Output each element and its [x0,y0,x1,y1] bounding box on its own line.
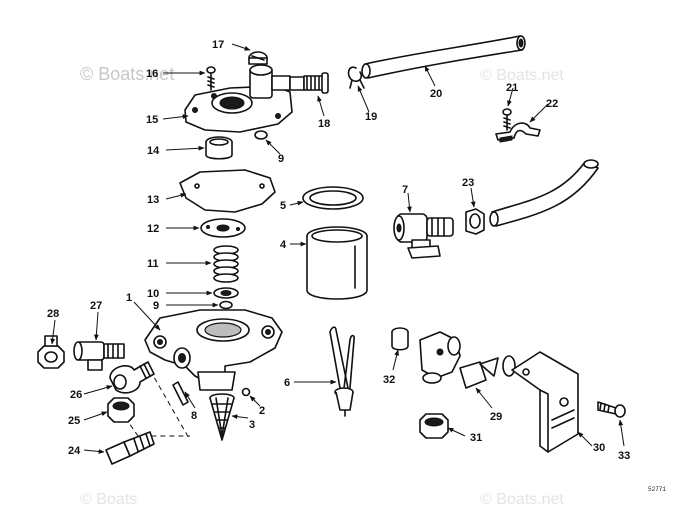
part-12-diaphragm [200,218,246,238]
callout-2: 2 [259,405,265,417]
callout-20: 20 [430,88,442,100]
callout-4: 4 [280,239,287,251]
watermark-main: © Boats.net [80,64,174,84]
callout-3: 3 [249,419,255,431]
part-27-tee-fitting [73,341,125,371]
callout-6: 6 [284,377,290,389]
callout-28: 28 [47,308,59,320]
part-2-ball [241,387,251,397]
part-8-pin [149,369,191,441]
callout-14: 14 [147,145,160,157]
callout-26: 26 [70,389,82,401]
part-24-barb-fitting [105,431,155,465]
callout-33: 33 [618,450,630,462]
callout-29: 29 [490,411,502,423]
part-19-hose-clamp [347,66,365,89]
part-33-screw [597,401,626,418]
part-26-elbow [109,361,155,394]
callout-9-lower: 9 [153,300,159,312]
callout-16: 16 [146,68,158,80]
part-30-bracket [511,351,579,453]
callout-11: 11 [147,258,159,270]
part-3-filter-cone [209,393,235,441]
part-9-lower-oring [219,300,233,310]
part-11-spring [213,245,239,283]
part-28-fitting [37,335,65,369]
callout-18: 18 [318,118,330,130]
part-31-nut [419,413,449,439]
callout-15: 15 [146,114,158,126]
part-10-seal [213,287,239,299]
callout-10: 10 [147,288,159,300]
part-29-shutoff-valve [419,331,516,389]
part-13-gasket [179,169,276,213]
watermark-top-right: © Boats.net [480,67,564,84]
diagram-reference-number: 52771 [648,486,666,493]
callout-27: 27 [90,300,102,312]
callout-5: 5 [280,200,286,212]
watermark-bottom-left: © Boats [80,491,137,508]
part-21-screw [502,108,512,131]
callout-25: 25 [68,415,80,427]
part-1-pump-body [144,309,283,391]
part-4-filter-bowl [306,226,368,300]
part-14-valve-cup [205,136,233,160]
callout-7: 7 [402,184,408,196]
callout-30: 30 [593,442,605,454]
part-18-hose-fitting [289,72,329,94]
callout-23: 23 [462,177,474,189]
watermark-bottom-right: © Boats.net [480,491,564,508]
callout-22: 22 [546,98,558,110]
part-22-clip [495,122,541,143]
part-32-bushing [391,327,409,351]
callout-31: 31 [470,432,482,444]
part-9-upper-oring [254,130,268,140]
part-17-cap [248,51,268,65]
part-16-screw [206,66,216,91]
part-15-pump-cover [184,64,293,133]
part-25-nut [107,397,135,423]
part-7-fuel-valve [393,213,454,259]
part-20-fuel-hose [361,35,526,79]
callout-leaders [50,43,625,454]
callout-24: 24 [68,445,81,457]
callout-21: 21 [506,82,518,94]
callout-12: 12 [147,223,159,235]
callout-17: 17 [212,39,224,51]
callout-1: 1 [126,292,132,304]
callout-8: 8 [191,410,197,422]
fuel-hose-right [489,159,599,227]
callout-9-upper: 9 [278,153,284,165]
callout-32: 32 [383,374,395,386]
part-6-bail-wire [329,326,355,417]
callout-13: 13 [147,194,159,206]
callout-19: 19 [365,111,377,123]
part-5-bowl-gasket [302,186,364,210]
part-23-nut [465,208,485,235]
